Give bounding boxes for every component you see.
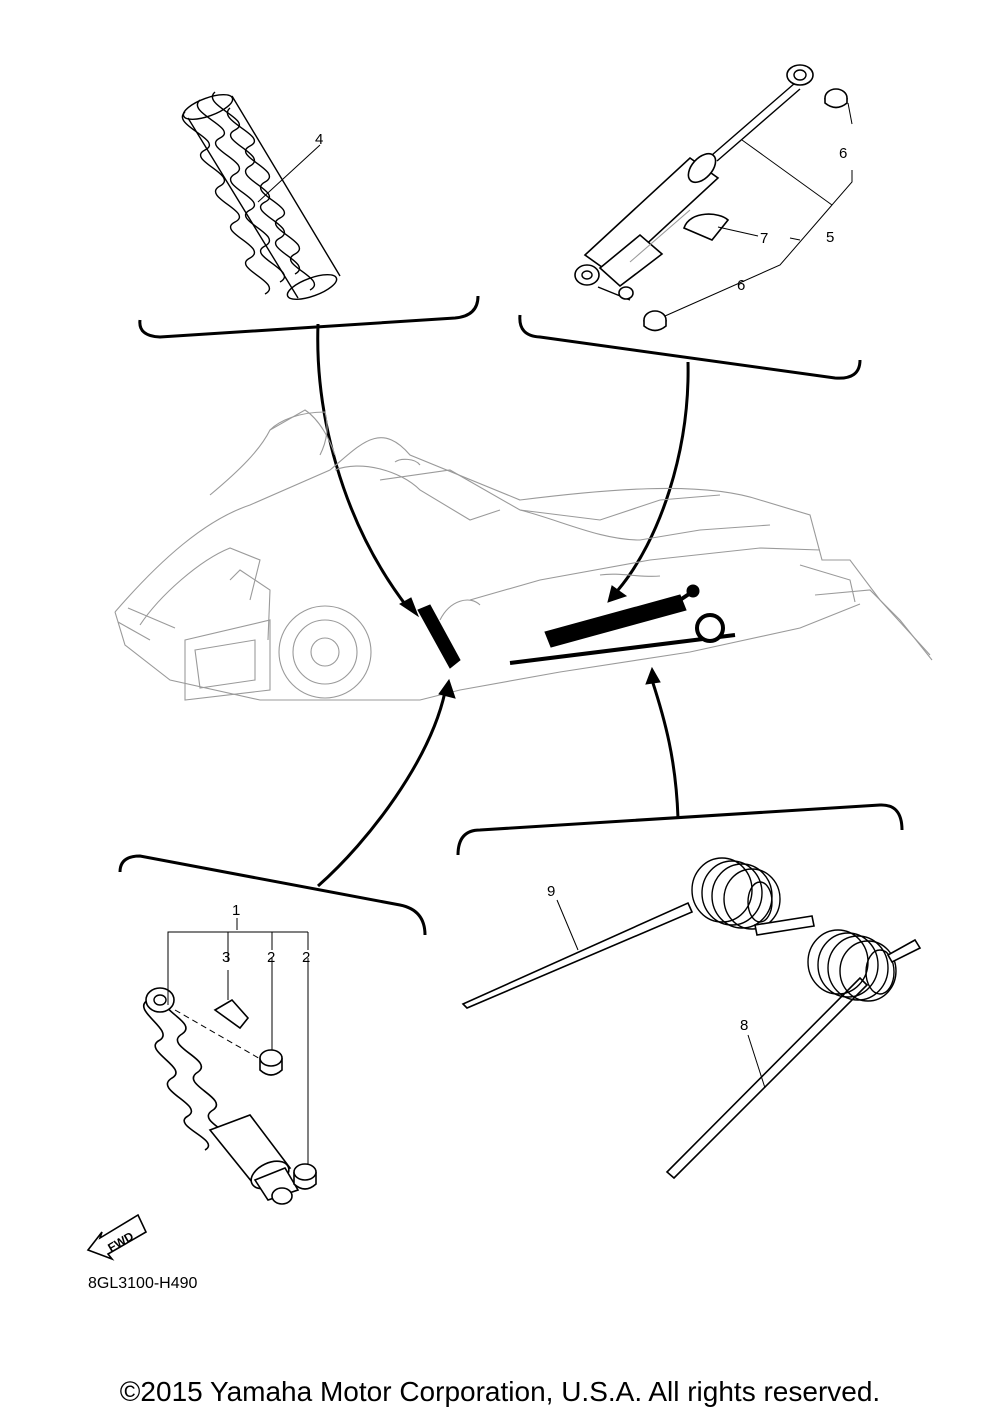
spacer-part-3[interactable] (213, 998, 250, 1030)
group-bracket-damper (518, 314, 862, 380)
callout-5: 5 (826, 229, 834, 246)
torsion-spring-part-9[interactable] (461, 857, 815, 1009)
bushing-part-6-upper-body (824, 98, 848, 109)
pointer-arrowhead (399, 597, 420, 618)
leader-line-9 (556, 899, 579, 951)
torsion-spring-group: 9 8 (456, 666, 922, 1180)
coil-spring-group: 4 (138, 90, 480, 618)
group-bracket-shock (118, 854, 427, 936)
torsion-spring-part-8[interactable] (665, 929, 922, 1180)
callout-9: 9 (547, 883, 555, 900)
callout-2-a: 2 (267, 949, 275, 966)
pointer-arrowhead (438, 678, 456, 699)
front-shock-on-vehicle (417, 604, 461, 669)
leader-line-8 (747, 1034, 766, 1089)
pointer-line-damper (616, 361, 690, 591)
callout-1: 1 (232, 902, 240, 919)
callout-3: 3 (222, 949, 230, 966)
shock-absorber-part-1[interactable] (142, 987, 300, 1205)
bushing-part-2-lower[interactable] (293, 1163, 317, 1190)
leader-lines-5-6 (664, 102, 853, 317)
coil-spring-part-4[interactable] (180, 90, 341, 305)
callout-6-lower: 6 (737, 277, 745, 294)
group-bracket-torsion (456, 803, 904, 856)
copyright-notice: ©2015 Yamaha Motor Corporation, U.S.A. A… (119, 1376, 881, 1407)
callout-6-upper: 6 (839, 145, 847, 162)
shock-absorber-group: 1 3 2 2 (118, 678, 456, 1205)
damper-group: 6 7 5 6 (518, 64, 862, 603)
snowmobile-outline (114, 409, 933, 701)
pointer-line-torsion (650, 679, 680, 819)
group-bracket-spring (138, 295, 480, 339)
collar-part-7[interactable] (683, 213, 730, 241)
bushing-part-2-upper[interactable] (259, 1049, 283, 1076)
forward-arrow-icon: FWD (86, 1213, 148, 1261)
leader-line-4 (257, 144, 321, 203)
bushing-part-6-lower-body (643, 320, 667, 332)
callout-2-b: 2 (302, 949, 310, 966)
pointer-arrowhead (607, 585, 628, 603)
pointer-arrowhead (645, 666, 661, 685)
drawing-code: 8GL3100-H490 (88, 1275, 198, 1292)
rear-damper-on-vehicle (544, 594, 687, 648)
callout-4: 4 (315, 131, 323, 148)
shock-absorber-part-5[interactable] (574, 64, 814, 301)
callout-8: 8 (740, 1017, 748, 1034)
vehicle-highlighted-parts (417, 584, 736, 669)
leader-line-7 (717, 226, 801, 241)
pointer-line-shock (317, 691, 447, 888)
torsion-spring-on-vehicle (509, 633, 736, 665)
leader-lines-1-2-3 (167, 918, 309, 1164)
callout-7: 7 (760, 230, 768, 247)
